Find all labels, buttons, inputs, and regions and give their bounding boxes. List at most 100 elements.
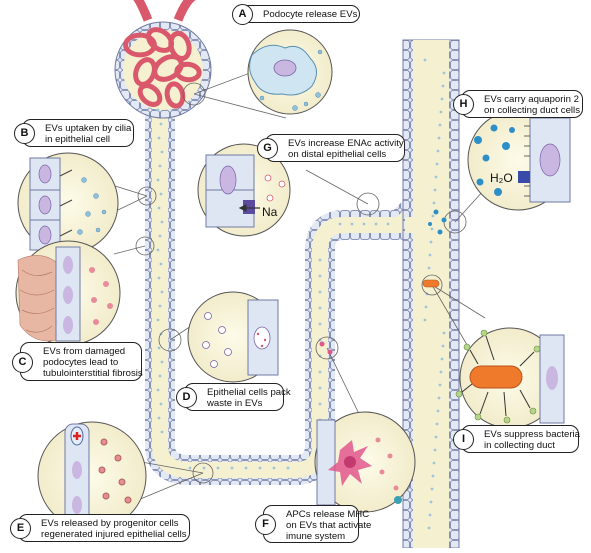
vesicle-dot — [433, 448, 437, 452]
vesicle-dot — [318, 274, 322, 278]
callout-e: E EVs released by progenitor cells regen… — [10, 514, 190, 542]
callout-b-line1: EVs uptaken by cilia — [45, 123, 132, 134]
vesicle-dot — [158, 164, 162, 168]
vesicle-dot — [427, 266, 431, 270]
vesicle-dot — [258, 466, 262, 470]
vesicle-dot — [159, 122, 163, 126]
vesicle-dot — [424, 305, 428, 309]
vesicle-dot — [244, 466, 248, 470]
vesicle-dot — [160, 220, 164, 224]
vesicle-dot — [440, 97, 444, 101]
vesicle-dot — [159, 402, 163, 406]
vesicle-dot — [156, 108, 160, 112]
vesicle-dot — [437, 396, 441, 400]
vesicle-dot — [188, 466, 192, 470]
vesicle-dot — [318, 306, 322, 310]
vesicle-dot — [374, 222, 378, 226]
vesicle-dot — [439, 110, 443, 114]
vesicle-dot — [434, 175, 438, 179]
sodium-label: Na — [262, 205, 278, 219]
callout-d-line2: waste in EVs — [207, 398, 263, 409]
vesicle-dot — [272, 466, 276, 470]
vesicle-dot — [437, 136, 441, 140]
bubble-h-aquaporin — [467, 109, 571, 211]
callout-f-line1: APCs release MHC — [286, 509, 370, 520]
vesicle-dot — [156, 318, 160, 322]
vesicle-dot — [157, 136, 161, 140]
water-label: H₂O — [490, 171, 513, 185]
callout-b: B EVs uptaken by cilia in epithelial cel… — [14, 119, 134, 147]
vesicle-dot — [156, 178, 160, 182]
vesicle-dot — [158, 374, 162, 378]
vesicle-dot — [442, 71, 446, 75]
vesicle-dot — [318, 370, 322, 374]
callout-e-line2: regenerated injured epithelial cells — [41, 529, 187, 540]
vesicle-dot — [157, 276, 161, 280]
callout-d-line1: Epithelial cells pack — [207, 387, 291, 398]
callout-h: H EVs carry aquaporin 2 on collecting du… — [453, 90, 583, 118]
vesicle-dot — [432, 201, 436, 205]
callout-letter-a: A — [232, 4, 253, 25]
callout-g-line1: EVs increase ENAc activity — [288, 138, 404, 149]
vesicle-dot — [428, 513, 432, 517]
vesicle-dot — [436, 409, 440, 413]
callout-letter-i: I — [453, 429, 474, 450]
bubble-f-apc — [314, 411, 416, 513]
vesicle-dot — [156, 248, 160, 252]
vesicle-dot — [318, 322, 322, 326]
callout-i-line1: EVs suppress bacteria — [484, 429, 580, 440]
collecting-duct — [413, 40, 449, 548]
vesicle-dot — [318, 402, 322, 406]
vesicle-dot — [441, 84, 445, 88]
vesicle-dot — [442, 331, 446, 335]
vesicle-dot — [230, 466, 234, 470]
callout-a: A Podocyte release EVs — [232, 4, 360, 25]
callout-c: C EVs from damaged podocytes lead to tub… — [12, 342, 143, 381]
vesicle-dot — [431, 214, 435, 218]
callout-letter-d: D — [176, 387, 197, 408]
vesicle-dot — [158, 234, 162, 238]
vesicle-dot — [157, 416, 161, 420]
callout-letter-e: E — [10, 518, 31, 539]
vesicle-dot — [423, 318, 427, 322]
glomerulus — [114, 0, 212, 119]
capillary-loop — [137, 83, 163, 107]
callout-g-line2: on distal epithelial cells — [288, 149, 387, 160]
vesicle-dot — [159, 262, 163, 266]
vesicle-dot — [435, 422, 439, 426]
vesicle-dot — [429, 500, 433, 504]
callout-letter-g: G — [257, 138, 278, 159]
callout-e-line1: EVs released by progenitor cells — [41, 518, 179, 529]
callout-letter-c: C — [12, 351, 33, 373]
vesicle-dot — [439, 370, 443, 374]
vesicle-dot — [156, 388, 160, 392]
callout-c-line1: EVs from damaged — [43, 346, 126, 357]
vesicle-dot — [429, 240, 433, 244]
capillary-loop — [164, 81, 186, 109]
vesicle-dot — [427, 526, 431, 530]
vesicle-dot — [430, 487, 434, 491]
capillary-loop — [174, 61, 202, 83]
vesicle-dot — [438, 383, 442, 387]
bubble-d-waste-packing — [187, 291, 279, 383]
vesicle-dot — [160, 430, 164, 434]
callout-f-line3: imune system — [286, 531, 346, 542]
zoom-connectors — [111, 69, 486, 501]
vesicle-dot — [338, 222, 342, 226]
callout-letter-b: B — [14, 123, 35, 144]
vesicle-dot — [435, 162, 439, 166]
vesicle-dot — [350, 222, 354, 226]
vesicle-dot — [216, 466, 220, 470]
vesicle-dot — [202, 466, 206, 470]
vesicle-dot — [441, 344, 445, 348]
capillary-loop — [168, 30, 192, 62]
capillary-loop — [152, 54, 184, 82]
callout-letter-f: F — [255, 514, 276, 535]
bubble-i-bacteria — [455, 327, 565, 429]
vesicle-dot — [159, 192, 163, 196]
callout-b-line2: in epithelial cell — [45, 134, 111, 145]
vesicle-dot — [318, 258, 322, 262]
vesicle-dot — [160, 290, 164, 294]
